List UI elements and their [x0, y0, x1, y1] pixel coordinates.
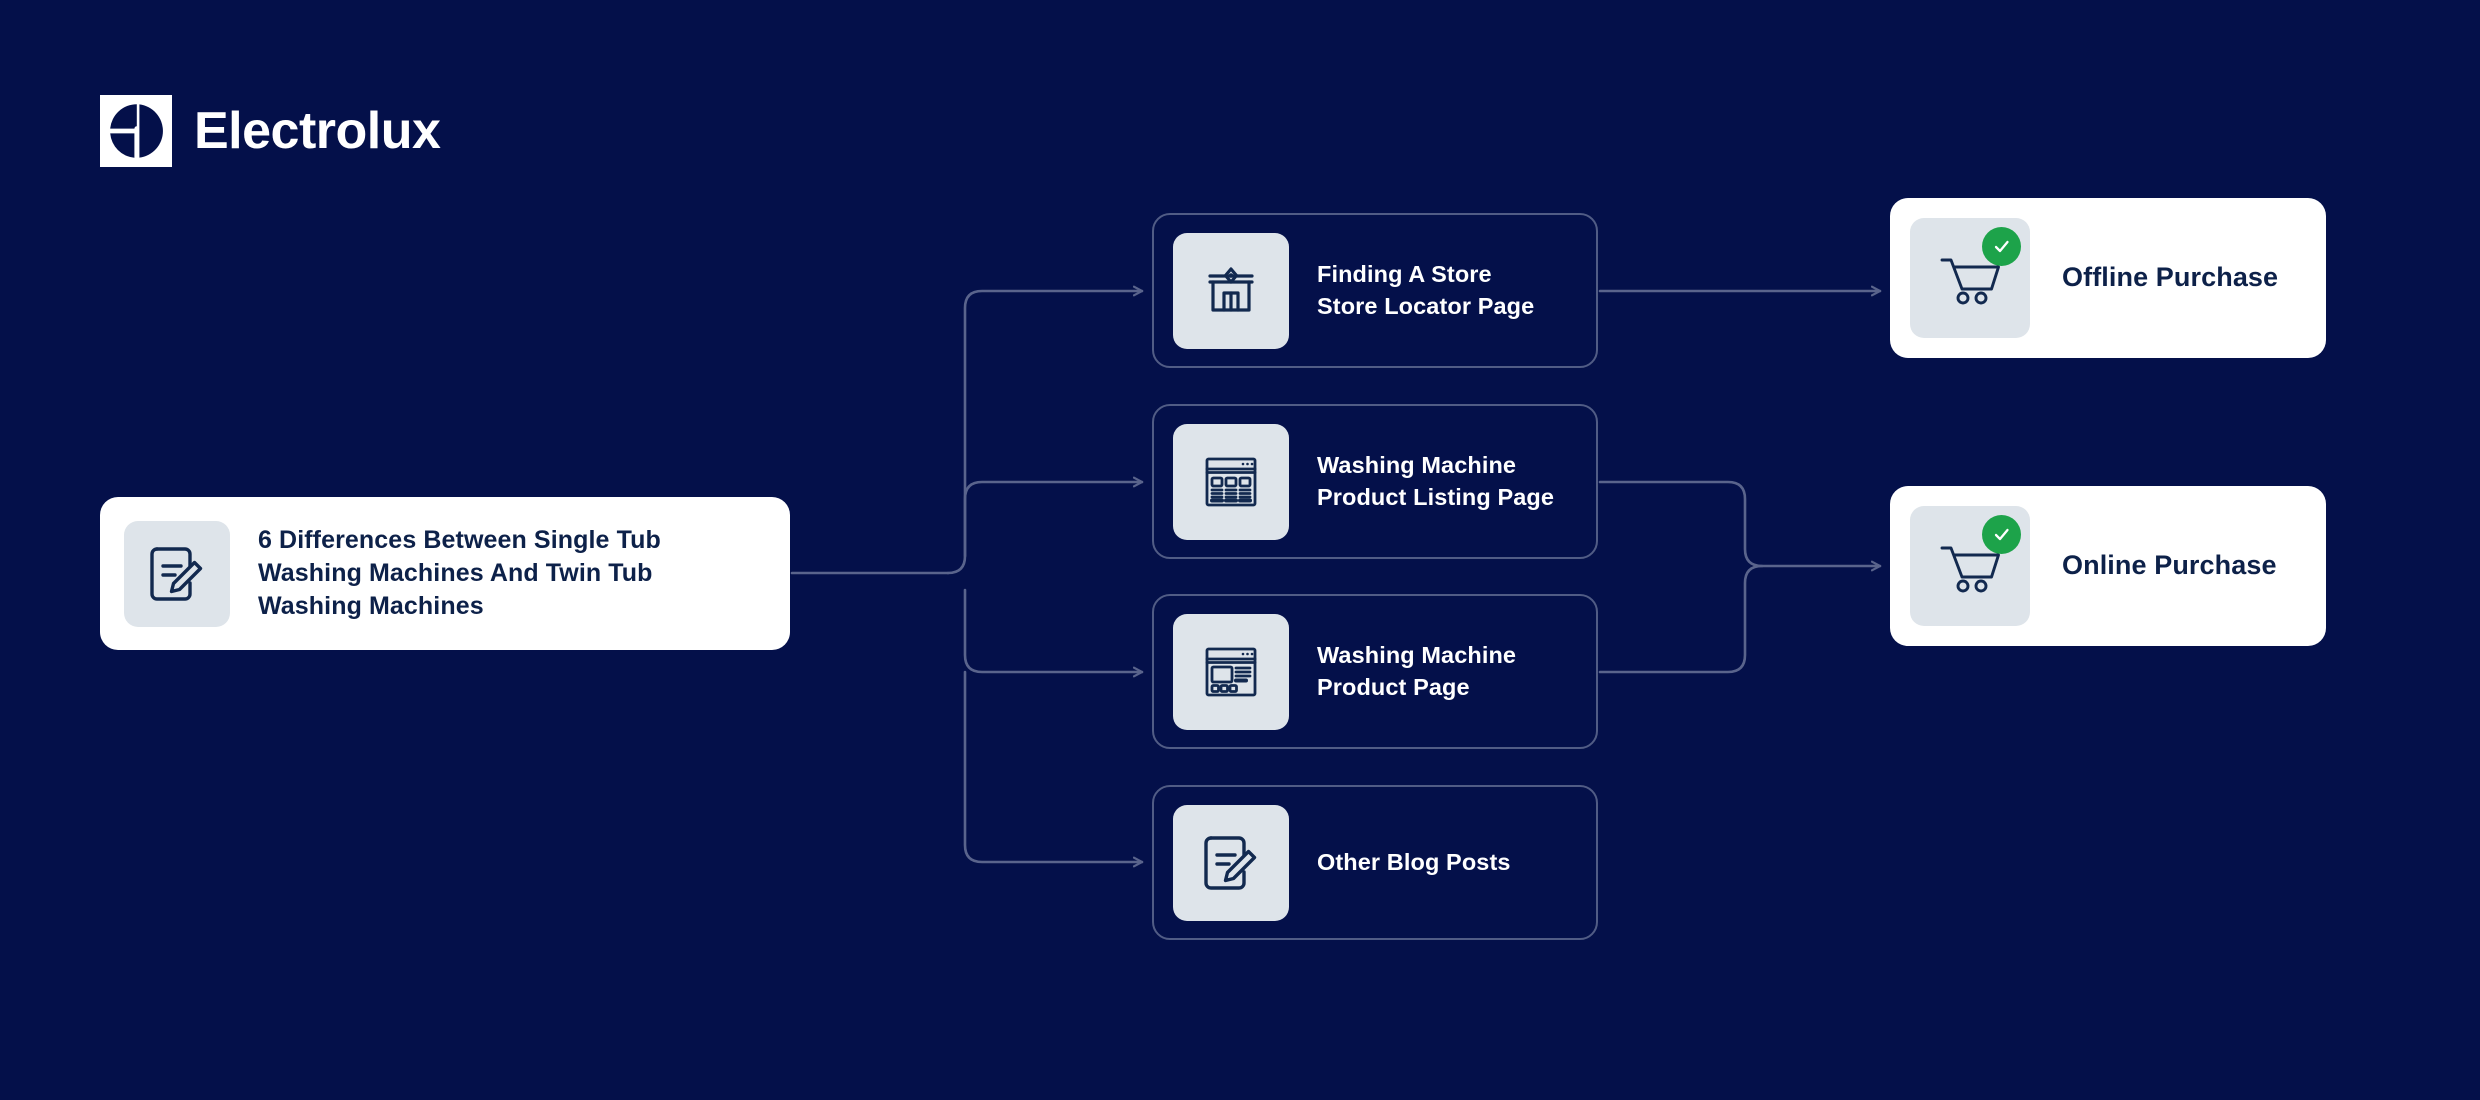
check-badge [1982, 515, 2021, 554]
edge-product-listing-to-online-purchase [1598, 480, 1882, 572]
node-store-locator-label: Finding A Store Store Locator Page [1317, 259, 1534, 321]
check-icon [1994, 528, 2009, 541]
node-product-page-line-2: Product Page [1317, 673, 1470, 700]
electrolux-mark-glyph [100, 95, 172, 167]
edge-source-to-other-blog [963, 670, 1144, 868]
node-other-blog-posts[interactable]: Other Blog Posts [1152, 785, 1598, 940]
node-other-blog-label: Other Blog Posts [1317, 847, 1511, 878]
node-offline-purchase[interactable]: Offline Purchase [1890, 198, 2326, 358]
brand-logo: Electrolux [100, 95, 441, 167]
node-product-listing-label: Washing Machine Product Listing Page [1317, 450, 1554, 512]
product-listing-icon [1173, 423, 1289, 540]
node-offline-purchase-line-1: Offline Purchase [2062, 262, 2279, 293]
node-product-listing-line-2: Product Listing Page [1317, 483, 1555, 510]
brand-name: Electrolux [194, 102, 441, 160]
electrolux-logo-mark [100, 95, 172, 167]
shopping-cart-icon [1910, 218, 2030, 338]
shopping-cart-icon [1910, 506, 2030, 626]
node-product-listing-line-1: Washing Machine [1317, 452, 1517, 479]
edge-product-page-to-online-purchase [1598, 564, 1764, 674]
node-source-label: 6 Differences Between Single Tub Washing… [258, 524, 661, 623]
check-badge [1982, 227, 2021, 266]
node-online-purchase-label: Online Purchase [2062, 548, 2277, 584]
edge-source-to-product-page [963, 588, 1144, 678]
node-online-purchase[interactable]: Online Purchase [1890, 486, 2326, 646]
blog-post-icon [1173, 804, 1289, 921]
node-store-locator-line-2: Store Locator Page [1317, 292, 1535, 319]
blog-post-icon [124, 520, 230, 627]
node-source-line-2: Washing Machines And Twin Tub [258, 559, 653, 587]
node-other-blog-line-1: Other Blog Posts [1317, 848, 1511, 875]
node-product-page-line-1: Washing Machine [1317, 642, 1517, 669]
node-store-locator-line-1: Finding A Store [1317, 261, 1492, 288]
node-offline-purchase-label: Offline Purchase [2062, 260, 2278, 296]
node-online-purchase-line-1: Online Purchase [2062, 550, 2277, 581]
edge-source-to-product-listing [963, 476, 1144, 558]
storefront-icon [1173, 232, 1289, 349]
node-source-line-3: Washing Machines [258, 592, 484, 620]
node-source-line-1: 6 Differences Between Single Tub [258, 526, 661, 554]
node-product-listing-page[interactable]: Washing Machine Product Listing Page [1152, 404, 1598, 559]
node-product-page[interactable]: Washing Machine Product Page [1152, 594, 1598, 749]
node-source-blog-article[interactable]: 6 Differences Between Single Tub Washing… [100, 497, 790, 650]
edge-source-to-store-locator [946, 285, 1144, 575]
product-page-icon [1173, 613, 1289, 730]
node-product-page-label: Washing Machine Product Page [1317, 640, 1516, 702]
check-icon [1994, 240, 2009, 253]
node-store-locator-page[interactable]: Finding A Store Store Locator Page [1152, 213, 1598, 368]
